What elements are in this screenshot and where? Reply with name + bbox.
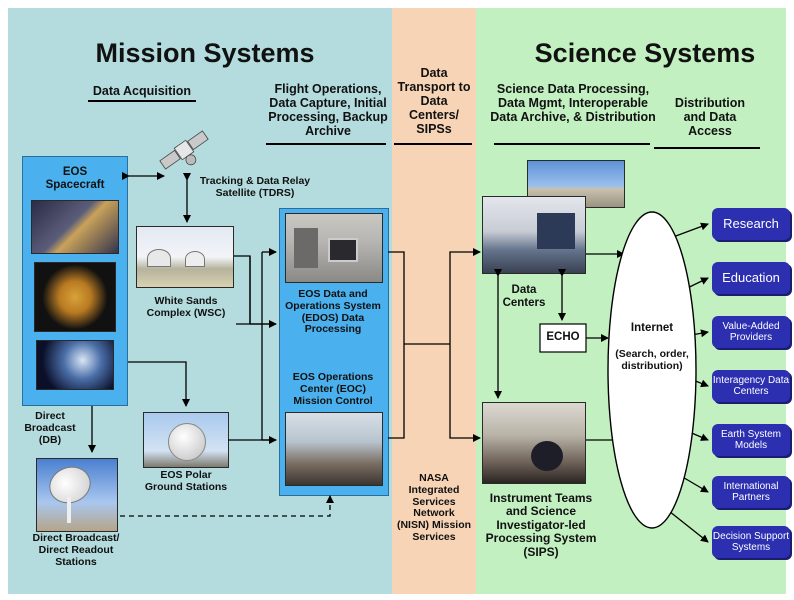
destination-decision-support-systems: Decision Support Systems [712,526,790,558]
spacecraft-photo-2 [34,262,116,332]
eoc-label: EOS Operations Center (EOC) Mission Cont… [292,371,374,407]
destination-interagency-data-centers: Interagency Data Centers [712,370,790,402]
echo-label: ECHO [546,331,580,343]
data-center-room-photo [482,196,586,274]
polar-ground-station-photo [143,412,229,468]
spacecraft-photo-3 [36,340,114,390]
mission-systems-title: Mission Systems [95,38,315,68]
edos-label: EOS Data and Operations System (EDOS) Da… [285,288,381,336]
sips-team-photo [482,402,586,484]
destination-education: Education [712,262,790,294]
white-sands-photo [136,226,234,288]
flight-operations-header: Flight Operations, Data Capture, Initial… [268,82,388,138]
edos-computer-room-photo [285,213,383,283]
data-acquisition-header: Data Acquisition [92,84,192,98]
science-processing-header: Science Data Processing, Data Mgmt, Inte… [490,82,656,124]
eos-spacecraft-label: EOS Spacecraft [45,166,105,191]
tdrs-satellite [159,130,209,170]
destination-earth-system-models: Earth System Models [712,424,790,456]
data-transport-panel [392,8,476,594]
internet-label: Internet [630,322,674,334]
destination-international-partners: International Partners [712,476,790,508]
sips-label: Instrument Teams and Science Investigato… [485,491,597,559]
spacecraft-photo-1 [31,200,119,254]
science-systems-title: Science Systems [534,38,756,68]
destination-research: Research [712,208,790,240]
readout-dish-photo [36,458,118,532]
data-transport-header: Data Transport to Data Centers/ SIPSs [397,66,471,136]
direct-broadcast-label: Direct Broadcast (DB) [24,410,76,446]
internet-ellipse [607,211,697,529]
nisn-label: NASA Integrated Services Network (NISN) … [396,472,472,543]
internet-sub-label: (Search, order, distribution) [615,348,689,372]
polar-ground-stations-label: EOS Polar Ground Stations [144,469,228,493]
destination-value-added-providers: Value-Added Providers [712,316,790,348]
tdrs-label: Tracking & Data Relay Satellite (TDRS) [199,175,311,199]
readout-stations-label: Direct Broadcast/ Direct Readout Station… [32,532,120,568]
eoc-control-room-photo [285,412,383,486]
wsc-label: White Sands Complex (WSC) [146,295,226,319]
distribution-header: Distribution and Data Access [674,96,746,138]
data-centers-label: Data Centers [502,284,546,309]
